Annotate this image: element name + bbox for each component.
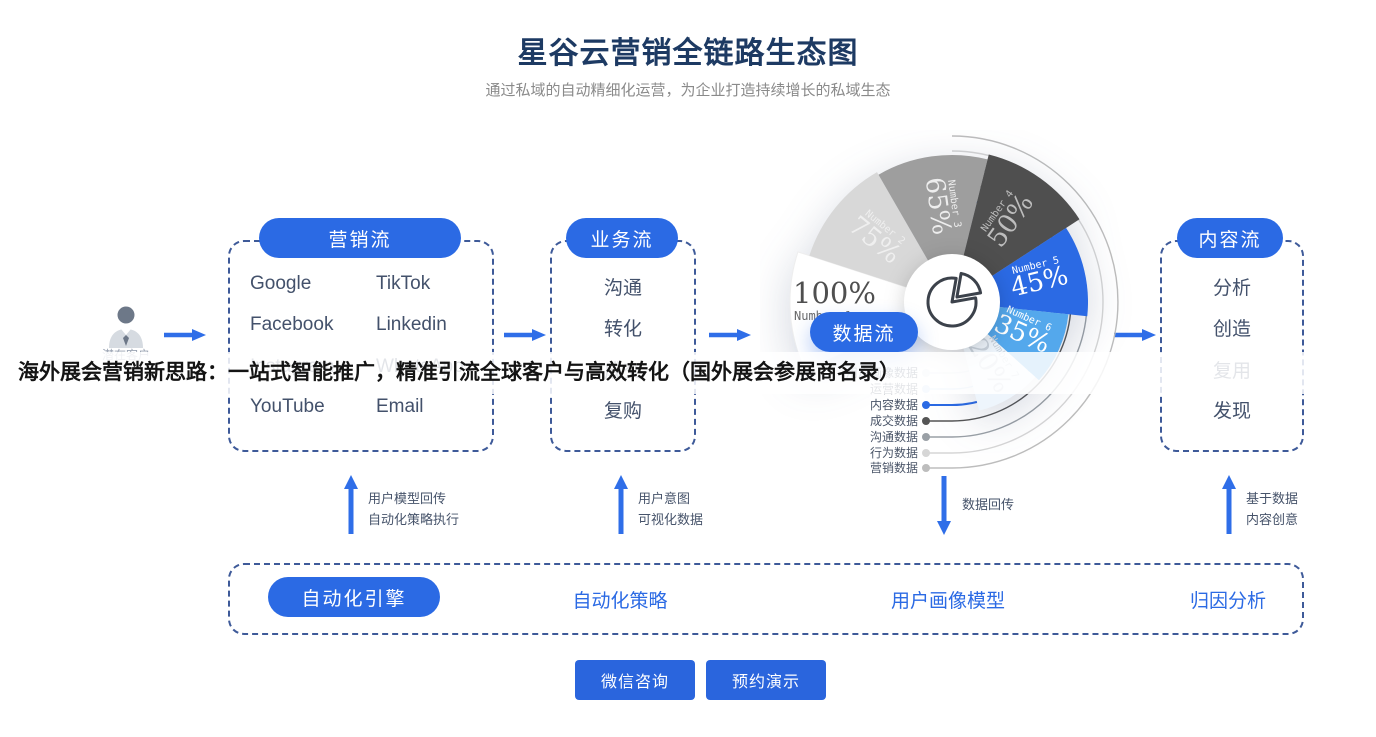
channel-item: YouTube: [250, 396, 325, 417]
arrow-caption: 数据回传: [962, 497, 1015, 512]
arrow-caption: 用户意图: [638, 491, 691, 506]
automation-box: [228, 563, 1304, 635]
content-step: 发现: [1212, 401, 1251, 422]
pie-chart-icon: [926, 271, 983, 328]
business-flow-pill: 业务流: [566, 218, 678, 258]
marketing-flow-pill: 营销流: [259, 218, 461, 258]
business-step: 复购: [603, 401, 642, 422]
arrow-caption: 基于数据: [1246, 491, 1299, 506]
business-flow-box: 沟通 转化 成交 复购: [550, 240, 696, 452]
book-demo-button[interactable]: 预约演示: [706, 660, 826, 700]
arrow-right-icon: [709, 329, 751, 341]
automation-engine-pill: 自动化引擎: [268, 577, 440, 617]
user-persona-model-label: 用户画像模型: [890, 591, 1005, 612]
arrow-caption: 可视化数据: [638, 512, 704, 527]
arrow-up-icon: [1222, 475, 1236, 534]
arrow-right-icon: [504, 329, 546, 341]
arrow-right-icon: [164, 329, 206, 341]
business-step: 沟通: [603, 278, 642, 299]
automation-strategy-label: 自动化策略: [572, 591, 668, 612]
attribution-analysis-label: 归因分析: [1189, 591, 1266, 612]
business-step: 转化: [603, 319, 642, 340]
channel-item: Linkedin: [376, 314, 447, 335]
arrow-caption: 内容创意: [1246, 512, 1299, 527]
content-step: 创造: [1212, 319, 1251, 340]
arrow-caption: 用户模型回传: [368, 491, 447, 506]
channel-item: Email: [376, 396, 424, 417]
arrow-up-icon: [344, 475, 358, 534]
arrow-right-icon: [1114, 329, 1156, 341]
person-icon: [109, 306, 143, 348]
content-flow-pill: 内容流: [1177, 218, 1283, 258]
page-title: 星谷云营销全链路生态图: [517, 37, 859, 70]
seo-overlay-band: 海外展会营销新思路：一站式智能推广，精准引流全球客户与高效转化（国外展会参展商名…: [0, 352, 1376, 394]
marketing-flow-box: Google TikTok Facebook Linkedin Instagra…: [228, 240, 494, 452]
data-flow-pill: 数据流: [810, 312, 918, 352]
arrow-up-icon: [614, 475, 628, 534]
content-flow-box: 分析 创造 复用 发现: [1160, 240, 1304, 452]
overlay-text: 海外展会营销新思路：一站式智能推广，精准引流全球客户与高效转化（国外展会参展商名…: [18, 361, 900, 384]
wechat-consult-button[interactable]: 微信咨询: [575, 660, 695, 700]
channel-item: Google: [250, 273, 312, 294]
page-subtitle: 通过私域的自动精细化运营，为企业打造持续增长的私域生态: [485, 82, 891, 99]
channel-item: Facebook: [250, 314, 334, 335]
svg-text:100%: 100%: [793, 276, 876, 310]
arrow-caption: 自动化策略执行: [368, 512, 460, 527]
arrow-down-icon: [937, 476, 951, 535]
content-step: 分析: [1212, 278, 1251, 299]
channel-item: TikTok: [376, 273, 431, 294]
rose-chart: 100%Number 1Number 275%Number 365%Number…: [789, 135, 1119, 472]
